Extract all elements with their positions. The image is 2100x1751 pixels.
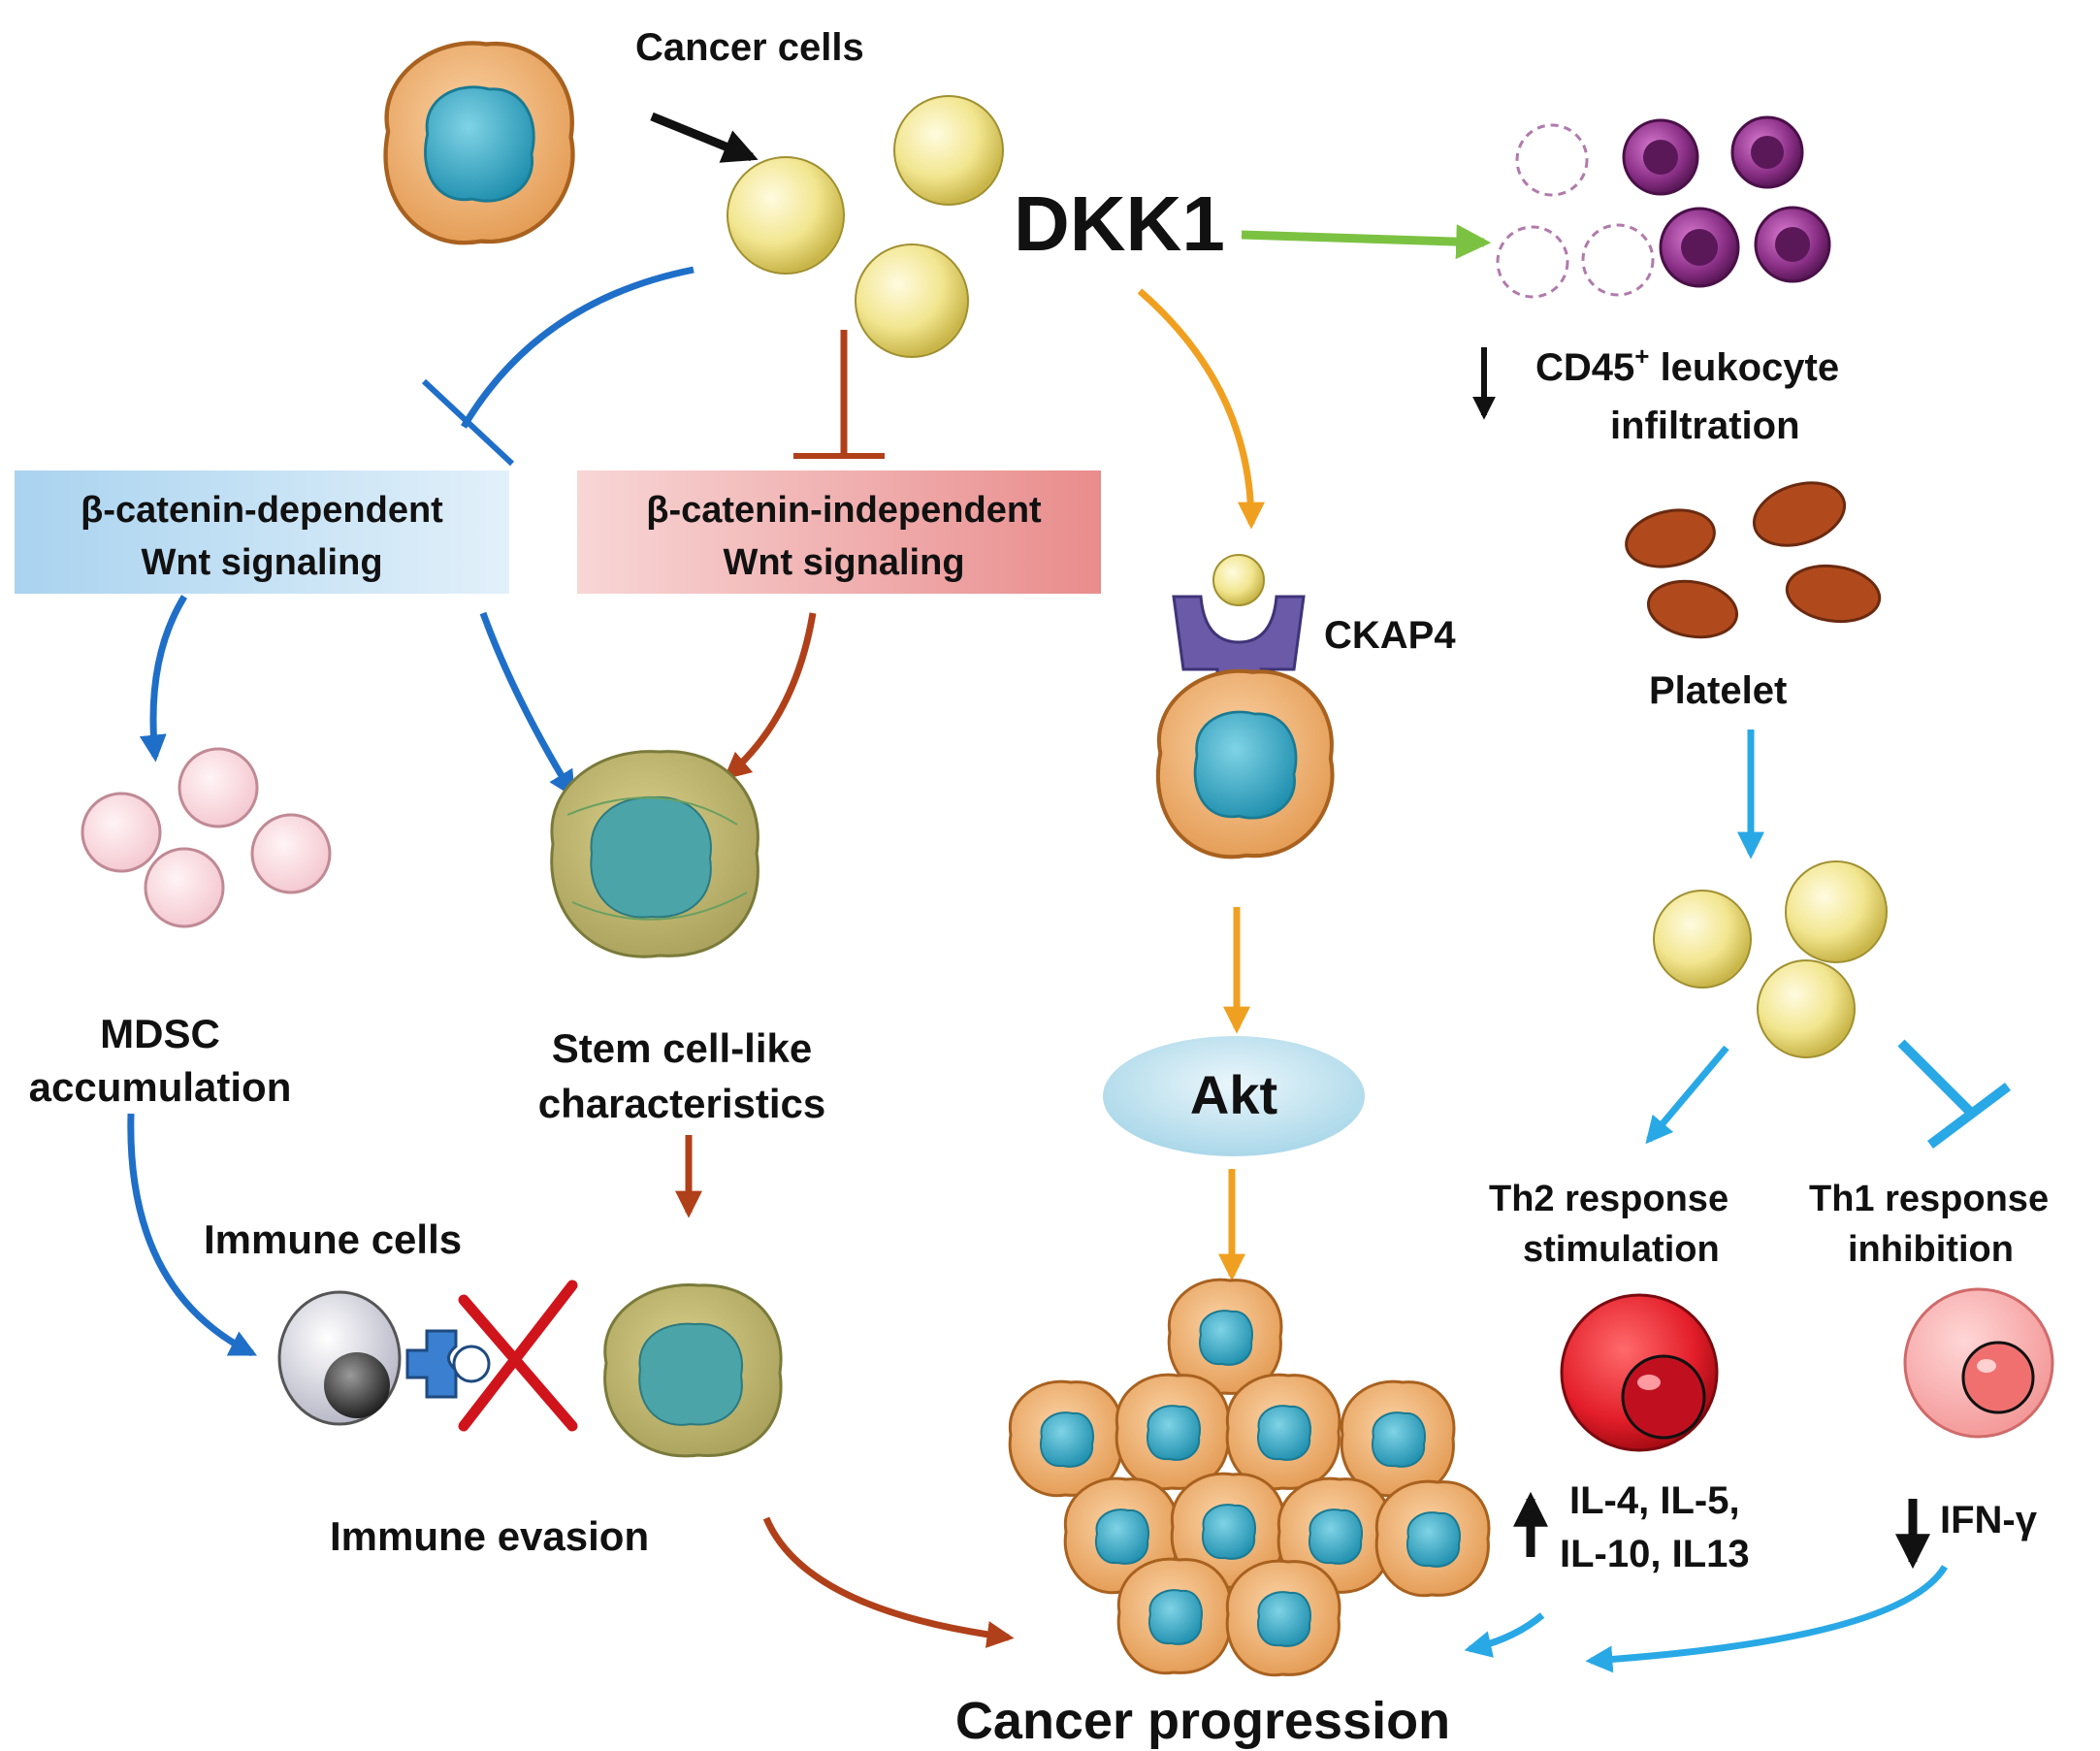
akt-ellipse: [1103, 1036, 1365, 1156]
th2-cell-icon: [1560, 1293, 1719, 1452]
beta-dependent-line2: Wnt signaling: [141, 542, 382, 583]
mdsc-label-line2: accumulation: [29, 1064, 292, 1110]
il-label-line2: IL-10, IL13: [1560, 1533, 1750, 1575]
ifn-label: IFN-γ: [1940, 1499, 2038, 1541]
cd45-label-line1: CD45+ leukocyte: [1535, 341, 1839, 389]
stem-label-line2: characteristics: [538, 1081, 826, 1126]
platelet-label: Platelet: [1649, 669, 1787, 712]
th2-label-line2: stimulation: [1523, 1229, 1720, 1270]
platelet-icon: [1625, 481, 1882, 639]
arrow-indep-to-stem: [723, 612, 817, 780]
arrow-cancer-to-dkk1: [650, 112, 759, 163]
cancer-cell-icon: [386, 43, 573, 243]
th1-label-line1: Th1 response: [1809, 1179, 2049, 1219]
cd45-label-line2: infiltration: [1610, 405, 1800, 447]
arrow-il-to-progression: [1464, 1612, 1545, 1658]
akt-label: Akt: [1190, 1064, 1277, 1125]
arrow-mdsc-to-immune: [127, 1113, 258, 1357]
th1-cell-icon: [1903, 1287, 2054, 1439]
dkk1-protein-icon: [1653, 860, 1888, 1058]
ckap4-receptor-icon: [1172, 554, 1306, 689]
immune-evasion-label: Immune evasion: [330, 1513, 649, 1559]
ckap4-label: CKAP4: [1324, 614, 1456, 657]
inhibit-bar-dependent: [421, 378, 515, 467]
mdsc-label-line1: MDSC: [100, 1011, 220, 1056]
arrow-ifn-to-progression: [1585, 1565, 1948, 1673]
arrow-evasion-to-progression: [762, 1516, 1015, 1648]
dkk1-protein-icon: [727, 95, 1004, 358]
stem-cell-icon: [603, 1283, 783, 1458]
beta-independent-box: [577, 470, 1101, 594]
inhibit-th1: [1897, 1039, 2011, 1149]
leukocyte-icon: [1496, 115, 1831, 299]
immune-cells-label: Immune cells: [204, 1216, 462, 1262]
arrow-dep-to-stem: [479, 611, 575, 798]
arrow-dep-to-mdsc: [139, 595, 187, 762]
arrow-to-th2: [1645, 1045, 1729, 1145]
beta-independent-line1: β-catenin-independent: [646, 490, 1042, 531]
th2-label-line1: Th2 response: [1489, 1179, 1728, 1219]
cancer-progression-label: Cancer progression: [955, 1692, 1450, 1750]
beta-independent-line2: Wnt signaling: [723, 542, 964, 583]
arrow-dkk1-to-ckap4: [1137, 288, 1265, 530]
beta-dependent-line1: β-catenin-dependent: [81, 490, 443, 531]
dkk1-label: DKK1: [1014, 180, 1225, 267]
stem-cell-icon: [550, 750, 759, 958]
cancer-cell-icon: [1158, 671, 1333, 858]
il-label-line1: IL-4, IL-5,: [1569, 1479, 1740, 1522]
block-x-icon: [458, 1280, 578, 1432]
cancer-cells-label: Cancer cells: [635, 26, 864, 69]
arrow-dkk1-to-leukocytes: [1241, 224, 1492, 260]
immune-cell-icon: [277, 1290, 491, 1426]
mdsc-icon: [81, 747, 332, 928]
tumor-cluster-icon: [1008, 1278, 1491, 1677]
inhibit-beta-dependent: [460, 266, 695, 429]
stem-label-line1: Stem cell-like: [552, 1025, 812, 1071]
beta-dependent-box: [15, 470, 509, 594]
th1-label-line2: inhibition: [1848, 1229, 2014, 1270]
